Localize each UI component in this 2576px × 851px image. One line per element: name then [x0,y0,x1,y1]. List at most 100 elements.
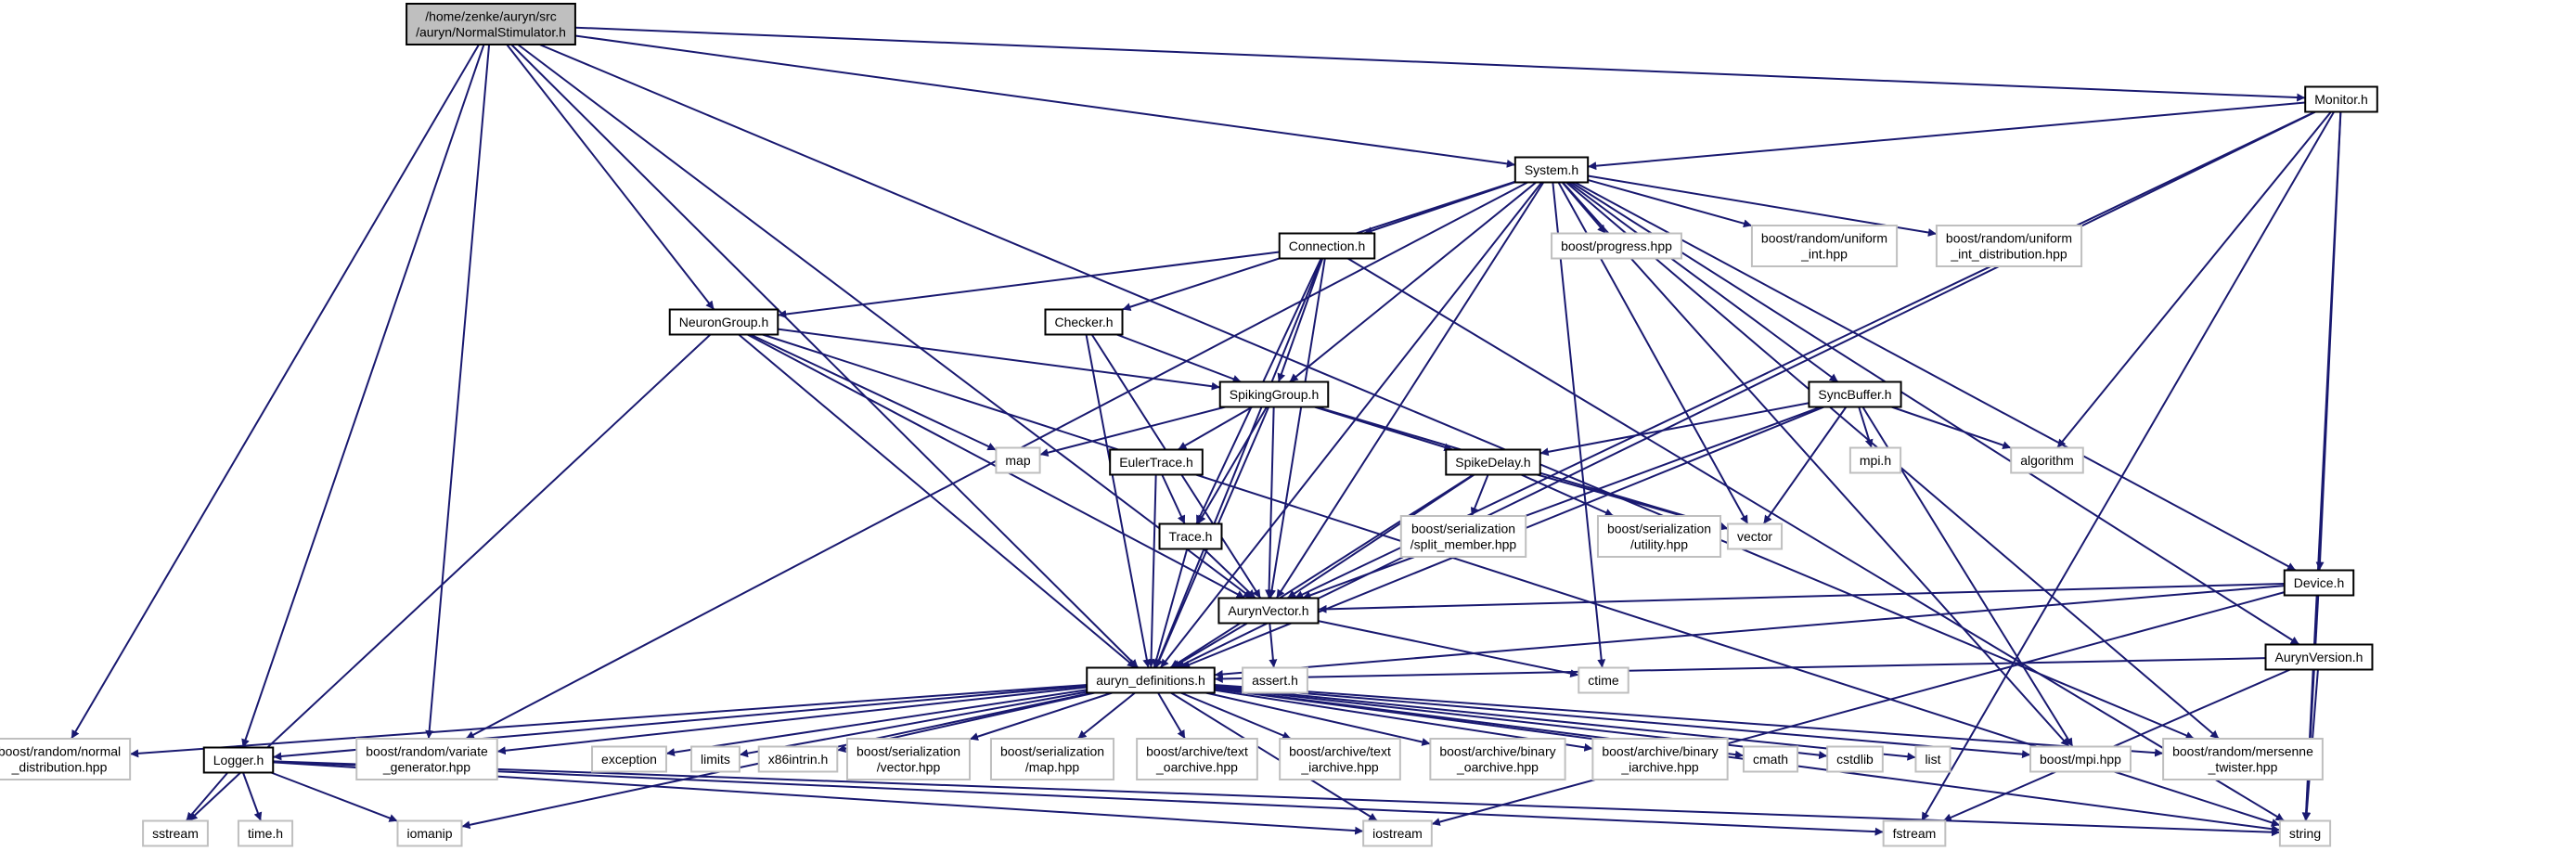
node-box [1278,232,1376,260]
node-servector[interactable]: boost/serialization/vector.hpp [845,738,972,780]
node-box [406,3,576,45]
node-label: boost/random/variate [366,744,488,759]
node-variategen[interactable]: boost/random/variate_generator.hpp [355,738,498,780]
edge-system-to-aurynvector [1275,181,1545,600]
edge-line [1214,657,2266,683]
node-list[interactable]: list [1914,745,1951,773]
edge-system-to-device [1574,181,2297,572]
node-box [1826,745,1884,773]
edge-line [778,251,1280,318]
edge-device-to-iostream [1431,591,2286,826]
edge-root-to-mersenne [539,44,2195,740]
node-monitor[interactable]: Monitor.h [2304,85,2378,113]
node-label: AurynVersion.h [2275,650,2363,664]
node-iostream[interactable]: iostream [1362,819,1433,847]
node-label: _oarchive.hpp [1155,760,1238,775]
node-box [1742,745,1799,773]
node-progress[interactable]: boost/progress.hpp [1551,232,1682,260]
node-system[interactable]: System.h [1513,156,1590,184]
node-box [2162,738,2324,780]
node-sstream[interactable]: sstream [142,819,209,847]
node-textoarchive[interactable]: boost/archive/text_oarchive.hpp [1136,738,1258,780]
node-label: boost/random/normal [0,744,121,759]
node-syncbuffer[interactable]: SyncBuffer.h [1808,380,1902,408]
node-cstdlib[interactable]: cstdlib [1826,745,1884,773]
node-map[interactable]: map [995,446,1041,474]
node-device[interactable]: Device.h [2283,569,2355,597]
node-label: Trace.h [1169,529,1213,544]
edge-line [665,689,1088,757]
node-label: Checker.h [1054,315,1113,329]
node-spikedelay[interactable]: SpikeDelay.h [1445,448,1541,476]
node-box [1551,232,1682,260]
node-box [1109,448,1204,476]
edge-line [1152,548,1189,668]
node-box [668,308,779,336]
node-label: boost/archive/binary [1602,744,1718,759]
node-aurynvector[interactable]: AurynVector.h [1217,597,1320,625]
node-aurynversion[interactable]: AurynVersion.h [2264,643,2374,671]
edge-root-to-auryndefs [510,44,1140,669]
edge-neurongroup-to-spikinggroup [778,328,1220,391]
node-mpih[interactable]: mpi.h [1848,446,1902,474]
node-uniformint[interactable]: boost/random/uniform_int.hpp [1750,225,1899,267]
edge-line [1197,406,1268,525]
node-label: System.h [1525,162,1578,177]
node-trace[interactable]: Trace.h [1158,522,1223,550]
node-string[interactable]: string [2278,819,2332,847]
node-boostmpi[interactable]: boost/mpi.hpp [2029,745,2132,773]
edge-line [1161,474,1186,524]
node-label: /home/zenke/auryn/src [425,9,557,24]
node-mersenne[interactable]: boost/random/mersenne_twister.hpp [2162,738,2324,780]
edge-system-to-boostmpi [1562,181,2070,748]
node-connection[interactable]: Connection.h [1278,232,1376,260]
edge-line [242,772,263,821]
edge-spikinggroup-to-map [1039,406,1226,458]
edge-system-to-uniformintdist [1588,174,1938,237]
node-normaldist[interactable]: boost/random/normal_distribution.hpp [0,738,132,780]
node-logger[interactable]: Logger.h [202,746,275,774]
node-binoarchive[interactable]: boost/archive/binary_oarchive.hpp [1429,738,1566,780]
node-asserth[interactable]: assert.h [1242,666,1308,694]
node-utility[interactable]: boost/serialization/utility.hpp [1596,515,1722,558]
node-x86intrin[interactable]: x86intrin.h [757,745,839,773]
node-label: AurynVector.h [1228,603,1308,618]
node-ctime[interactable]: ctime [1578,666,1629,694]
node-sermap[interactable]: boost/serialization/map.hpp [989,738,1115,780]
edge-spikedelay-to-auryndefs [1169,473,1475,669]
edge-line [1171,622,1248,669]
edge-monitor-to-auryndefs [1176,110,2316,669]
node-limits[interactable]: limits [690,745,741,773]
edge-line [1588,174,1938,237]
node-textiarchive[interactable]: boost/archive/text_iarchive.hpp [1279,738,1401,780]
node-label: string [2289,826,2321,841]
node-iomanip[interactable]: iomanip [396,819,463,847]
node-algorithm[interactable]: algorithm [2010,446,2084,474]
edge-line [1169,473,1475,669]
edge-line [1346,257,2286,822]
node-splitmember[interactable]: boost/serialization/split_member.hpp [1399,515,1527,558]
node-auryndefs[interactable]: auryn_definitions.h [1086,666,1216,694]
node-biniarchive[interactable]: boost/archive/binary_iarchive.hpp [1591,738,1729,780]
edge-auryndefs-to-variategen [496,686,1088,755]
node-fstream[interactable]: fstream [1882,819,1947,847]
node-root[interactable]: /home/zenke/auryn/src/auryn/NormalStimul… [406,3,576,45]
edge-connection-to-auryndefs [1154,258,1323,668]
edge-auryndefs-to-mersenne [1214,683,2164,757]
node-box [1726,522,1784,550]
node-vector[interactable]: vector [1726,522,1784,550]
node-eulertrace[interactable]: EulerTrace.h [1109,448,1204,476]
node-layer: /home/zenke/auryn/src/auryn/NormalStimul… [0,3,2378,847]
node-exception[interactable]: exception [591,745,667,773]
node-neurongroup[interactable]: NeuronGroup.h [668,308,779,336]
node-uniformintdist[interactable]: boost/random/uniform_int_distribution.hp… [1935,225,2083,267]
edge-line [1289,181,1537,383]
edge-line [1205,691,1431,746]
edge-line [1587,178,1753,228]
edge-system-to-ctime [1552,182,1606,668]
node-timeh[interactable]: time.h [237,819,294,847]
node-checker[interactable]: Checker.h [1044,308,1124,336]
node-cmath[interactable]: cmath [1742,745,1799,773]
node-spikinggroup[interactable]: SpikingGroup.h [1218,380,1330,408]
edge-line [1157,691,1186,740]
